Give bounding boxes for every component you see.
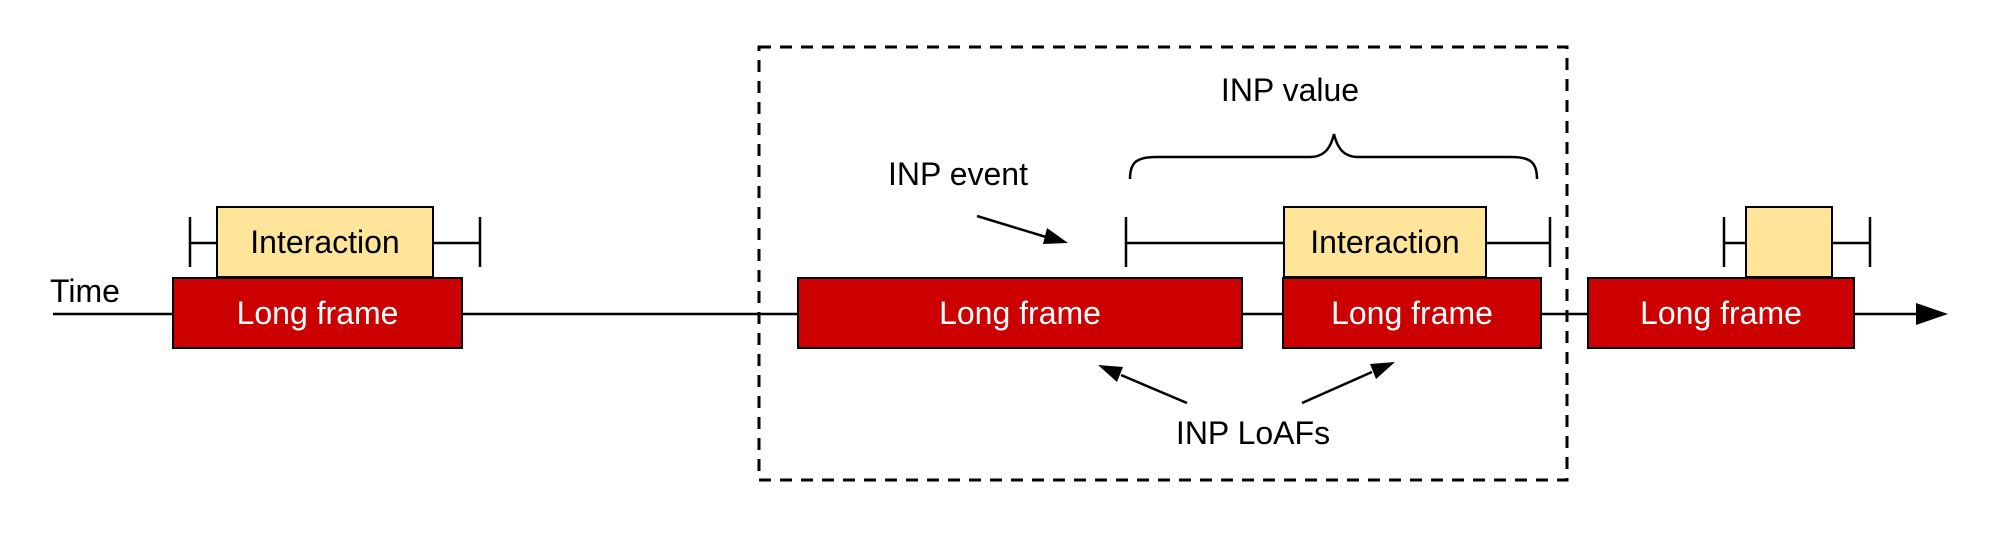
long-frame-3: Long frame: [1282, 277, 1542, 349]
inp-event-arrow: [976, 214, 1068, 244]
inp-event-label: INP event: [888, 156, 1028, 192]
long-frame-1-label: Long frame: [236, 294, 399, 331]
interaction-box-2-label: Interaction: [1310, 223, 1460, 260]
timeline-arrowhead-icon: [1916, 303, 1948, 325]
interaction-box-2: Interaction: [1283, 206, 1487, 278]
long-frame-4-label: Long frame: [1640, 294, 1802, 331]
inp-value-brace: [1128, 133, 1539, 180]
inp-value-label: INP value: [1220, 72, 1360, 108]
inp-region-dashed-box: [757, 45, 1569, 482]
interaction3-duration-ibeam: [1722, 217, 1872, 267]
interaction-box-3-small: [1745, 206, 1833, 278]
interaction-box-1-label: Interaction: [250, 223, 400, 260]
long-frame-1: Long frame: [172, 277, 463, 349]
time-axis-label: Time: [50, 273, 120, 309]
inp-loaf-arrow-right: [1301, 362, 1395, 405]
inp-event-duration-ibeam: [1124, 217, 1552, 267]
long-frame-3-label: Long frame: [1331, 294, 1493, 331]
long-frame-4: Long frame: [1587, 277, 1855, 349]
interaction1-duration-ibeam: [188, 217, 482, 267]
interaction-box-1: Interaction: [216, 206, 434, 278]
long-frame-2-label: Long frame: [939, 294, 1101, 331]
inp-loafs-label: INP LoAFs: [1175, 415, 1331, 451]
long-frame-2: Long frame: [797, 277, 1243, 349]
inp-loaf-arrow-left: [1098, 365, 1188, 405]
